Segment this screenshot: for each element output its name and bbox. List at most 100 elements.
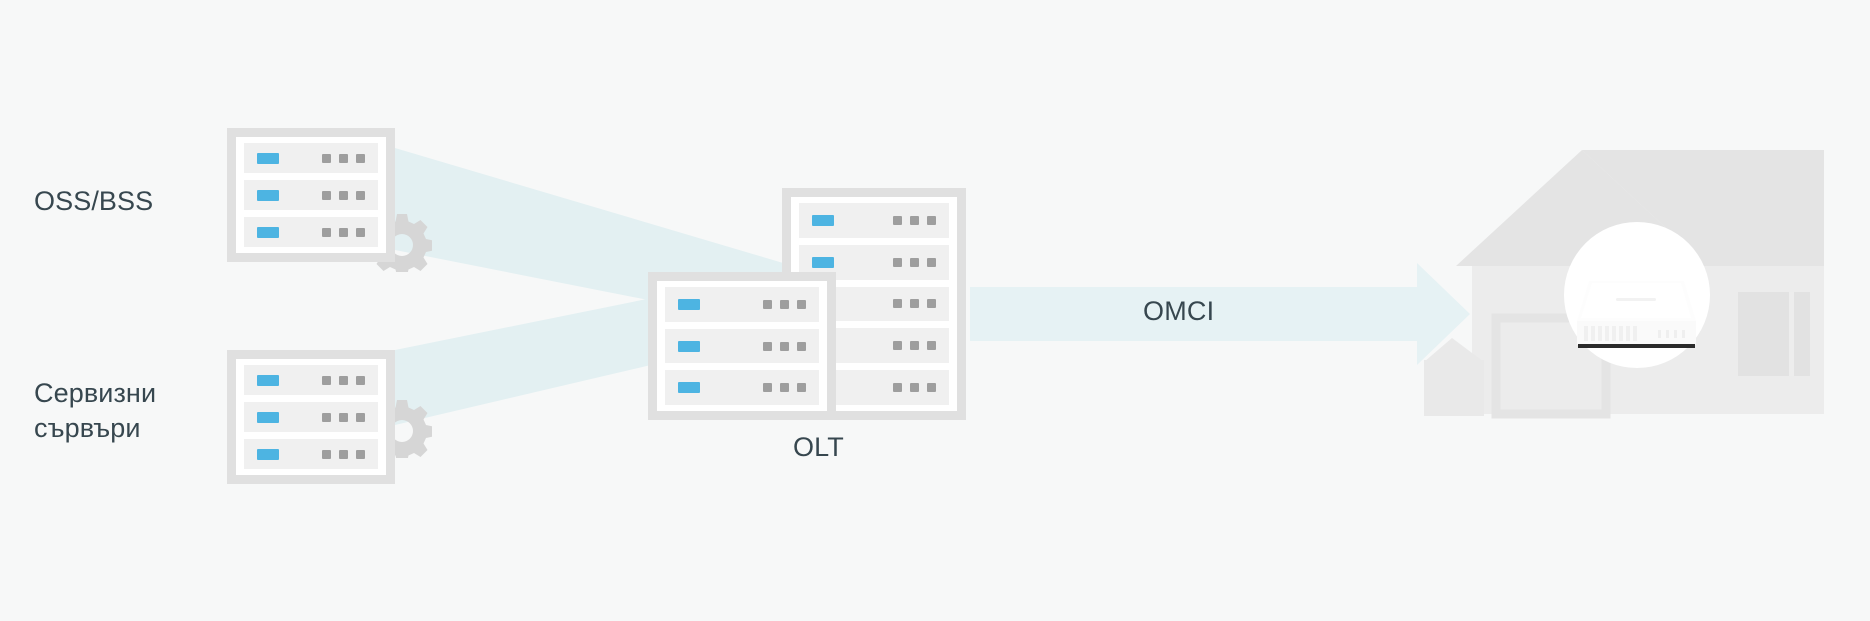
port-dot: [339, 412, 348, 422]
port-dot: [322, 227, 331, 237]
port-dot: [910, 299, 919, 309]
port-dots: [322, 153, 365, 163]
port-dot: [797, 341, 806, 351]
port-dot: [322, 190, 331, 200]
ont-brand-mark: [1616, 298, 1656, 301]
port-dots: [893, 257, 936, 267]
ont-led-indicators: [1658, 330, 1685, 338]
port-dots: [893, 299, 936, 309]
port-dots: [893, 341, 936, 351]
port-dot: [893, 257, 902, 267]
house-window-mullion: [1789, 292, 1794, 376]
port-dots: [763, 383, 806, 393]
port-dot: [893, 383, 902, 393]
rack-row: [665, 328, 819, 364]
port-dot: [910, 215, 919, 225]
port-dot: [927, 299, 936, 309]
omci-arrow: [970, 263, 1470, 365]
label-service-servers: Сервизни сървъри: [34, 378, 157, 443]
status-led: [257, 448, 279, 460]
ont-base-shadow: [1578, 344, 1695, 348]
house-door-frame: [1491, 313, 1611, 419]
label-omci: OMCI: [1143, 296, 1215, 326]
port-dot: [339, 153, 348, 163]
port-dot: [910, 341, 919, 351]
service-servers-rack[interactable]: [227, 350, 395, 484]
status-led: [257, 189, 279, 201]
status-led: [257, 226, 279, 238]
rack-row: [244, 217, 378, 247]
port-dot: [893, 341, 902, 351]
port-dot: [339, 190, 348, 200]
status-led: [678, 382, 700, 394]
port-dot: [797, 383, 806, 393]
port-dots: [763, 299, 806, 309]
port-dot: [927, 341, 936, 351]
rack-row: [244, 402, 378, 432]
status-led: [678, 298, 700, 310]
port-dots: [322, 375, 365, 385]
status-led: [257, 374, 279, 386]
rack-row: [665, 370, 819, 406]
port-dots: [893, 215, 936, 225]
port-dot: [339, 449, 348, 459]
port-dot: [893, 299, 902, 309]
port-dot: [910, 383, 919, 393]
port-dot: [356, 153, 365, 163]
rack-inner: [657, 281, 827, 411]
label-olt: OLT: [793, 432, 844, 462]
port-dot: [339, 375, 348, 385]
port-dots: [322, 449, 365, 459]
port-dots: [322, 227, 365, 237]
oss-bss-server-rack[interactable]: [227, 128, 395, 262]
port-dot: [763, 341, 772, 351]
port-dot: [356, 412, 365, 422]
rack-row: [799, 203, 949, 238]
status-led: [257, 152, 279, 164]
port-dot: [763, 383, 772, 393]
status-led: [812, 214, 834, 226]
port-dots: [322, 190, 365, 200]
port-dot: [780, 383, 789, 393]
port-dot: [322, 412, 331, 422]
port-dot: [910, 257, 919, 267]
rack-row: [244, 365, 378, 395]
rack-inner: [236, 137, 386, 253]
port-dot: [322, 153, 331, 163]
port-dots: [763, 341, 806, 351]
house-roof-right: [1582, 150, 1824, 266]
port-dot: [927, 383, 936, 393]
port-dot: [356, 449, 365, 459]
status-led: [678, 340, 700, 352]
rack-row: [244, 439, 378, 469]
port-dot: [356, 375, 365, 385]
rack-inner: [236, 359, 386, 475]
port-dot: [780, 299, 789, 309]
label-oss-bss: OSS/BSS: [34, 186, 154, 216]
status-led: [257, 411, 279, 423]
house-window: [1738, 292, 1810, 376]
ont-vent-slats: [1584, 326, 1637, 341]
port-dot: [893, 215, 902, 225]
rack-row: [244, 180, 378, 210]
house-annex-roof: [1424, 338, 1484, 362]
rack-row: [244, 143, 378, 173]
port-dots: [322, 412, 365, 422]
rack-row: [665, 287, 819, 322]
port-dot: [356, 190, 365, 200]
port-dot: [322, 375, 331, 385]
port-dot: [780, 341, 789, 351]
status-led: [812, 256, 834, 268]
port-dots: [893, 383, 936, 393]
port-dot: [339, 227, 348, 237]
port-dot: [927, 215, 936, 225]
port-dot: [763, 299, 772, 309]
port-dot: [356, 227, 365, 237]
olt-front-rack[interactable]: [648, 272, 836, 420]
port-dot: [927, 257, 936, 267]
house-annex: [1424, 360, 1484, 416]
port-dot: [797, 299, 806, 309]
